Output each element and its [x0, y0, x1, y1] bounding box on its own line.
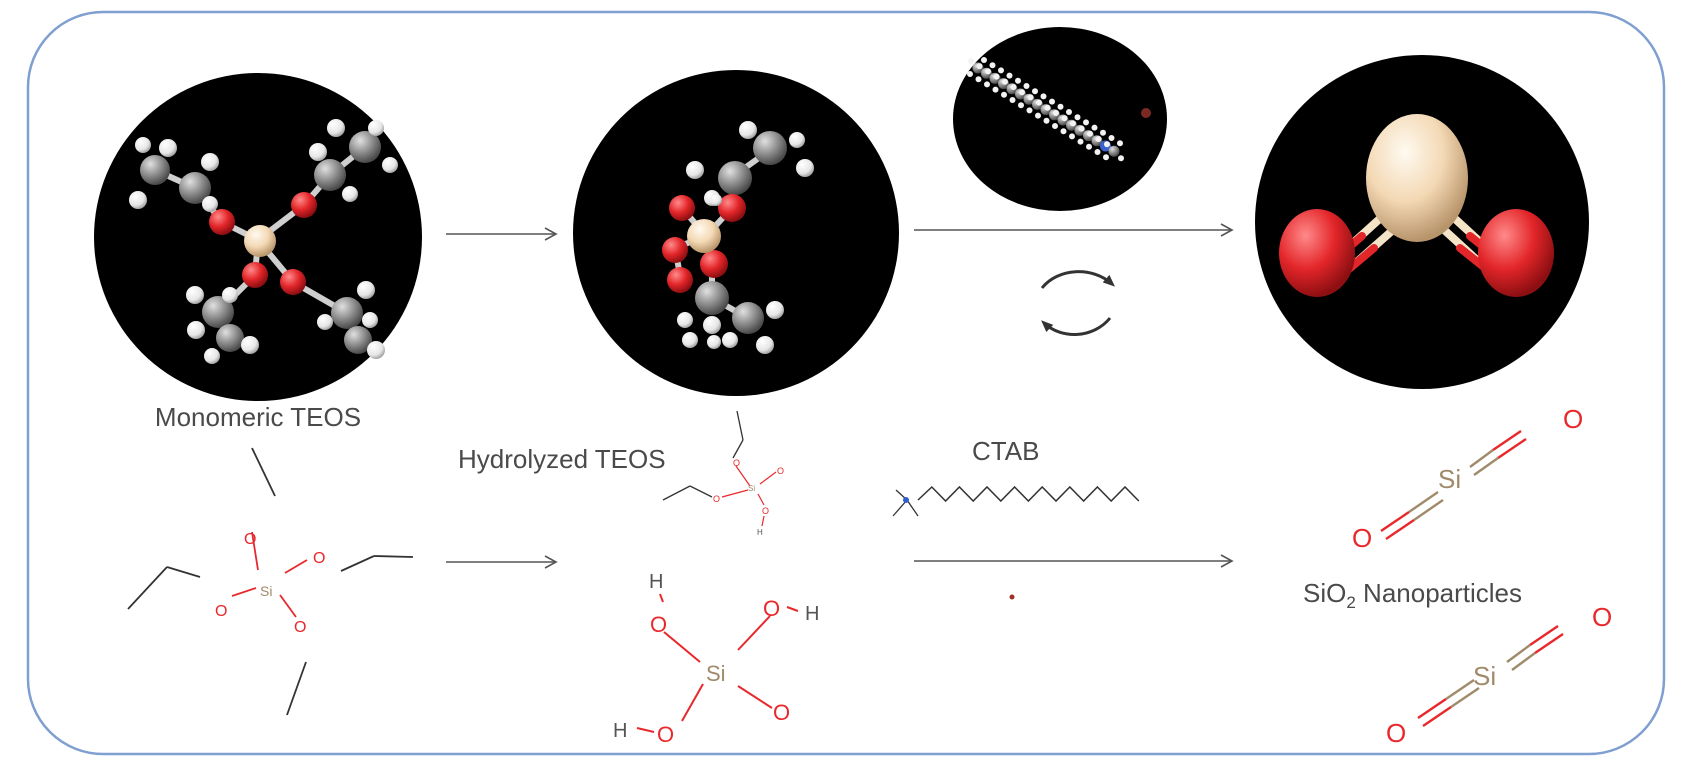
- svg-text:O: O: [777, 466, 784, 476]
- hydrolyzed-teos-small-structure: O O O O Si H: [662, 410, 784, 537]
- svg-text:O: O: [650, 612, 667, 637]
- svg-text:O: O: [657, 722, 674, 747]
- svg-text:O: O: [1386, 718, 1406, 748]
- ctab-model: [953, 27, 1167, 211]
- svg-text:O: O: [1592, 602, 1612, 632]
- ctab-structure: [892, 485, 1140, 600]
- svg-text:Si: Si: [1438, 464, 1461, 494]
- svg-text:O: O: [733, 458, 740, 468]
- monomeric-teos-model: [94, 73, 422, 401]
- hydrolyzed-teos-model: [573, 70, 899, 396]
- svg-text:H: H: [649, 571, 663, 593]
- reversible-arrows-icon: [1040, 270, 1115, 336]
- svg-text:O: O: [1352, 523, 1372, 553]
- ctab-label: CTAB: [972, 436, 1039, 466]
- svg-text:O: O: [215, 603, 227, 620]
- svg-text:H: H: [805, 603, 819, 625]
- svg-text:Si: Si: [260, 583, 272, 599]
- svg-text:O: O: [773, 700, 790, 725]
- svg-text:O: O: [762, 506, 769, 516]
- sio2-structure-1: O Si O: [1352, 404, 1583, 553]
- svg-text:O: O: [313, 550, 325, 567]
- monomeric-teos-label: Monomeric TEOS: [155, 402, 361, 432]
- svg-text:Si: Si: [1473, 661, 1496, 691]
- monomeric-teos-structure: O O O O Si: [127, 447, 414, 716]
- hydrolyzed-teos-label: Hydrolyzed TEOS: [458, 444, 666, 474]
- sio2-model: [1255, 55, 1589, 389]
- svg-text:Si: Si: [748, 484, 755, 493]
- svg-text:O: O: [294, 619, 306, 636]
- sio2-nanoparticles-label: SiO2 Nanoparticles: [1303, 578, 1522, 612]
- svg-text:H: H: [613, 720, 627, 742]
- sio2-structure-2: O Si O: [1386, 602, 1612, 748]
- svg-text:O: O: [713, 494, 720, 504]
- diagram-frame: [26, 10, 1666, 756]
- svg-text:H: H: [757, 528, 763, 537]
- svg-text:Si: Si: [706, 661, 726, 686]
- svg-text:O: O: [763, 596, 780, 621]
- svg-text:O: O: [244, 531, 256, 548]
- silicic-acid-structure: H O O H Si H O O: [613, 571, 819, 747]
- svg-text:O: O: [1563, 404, 1583, 434]
